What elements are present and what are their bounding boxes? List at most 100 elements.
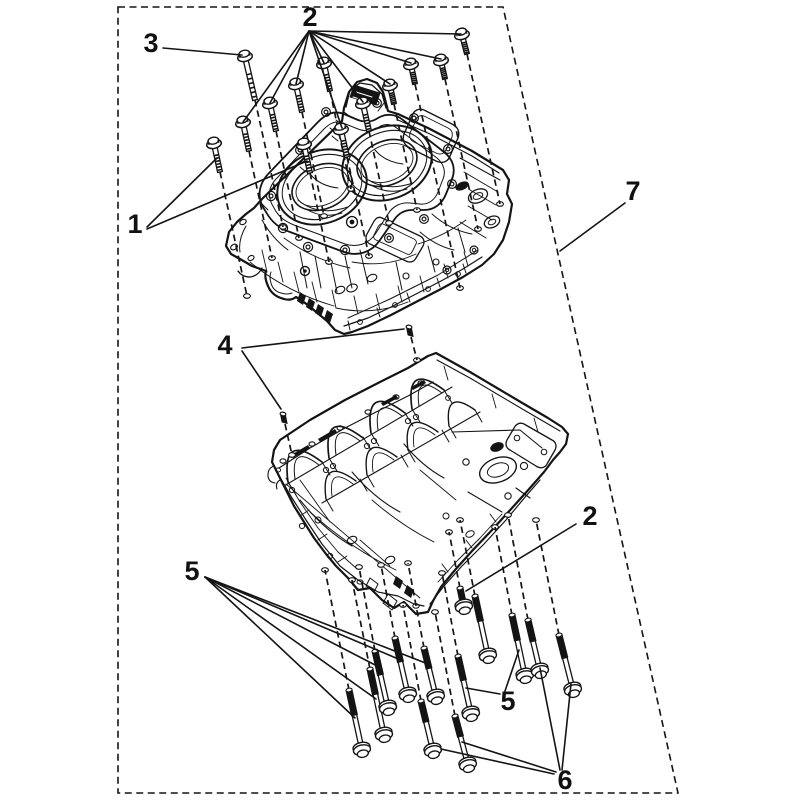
crankcase-bolt-detail [524, 618, 537, 643]
crankcase-upper-half-detail [347, 249, 479, 319]
crankcase-lower-half-detail [417, 384, 443, 407]
crankcase-lower-half-detail-detail [486, 462, 510, 478]
crankcase-lower-half-detail [465, 530, 475, 538]
bolt-axis-dashed-line [393, 103, 418, 211]
crankcase-bolt-detail [430, 696, 444, 706]
crankcase-upper-half-detail-detail [483, 215, 501, 229]
callout-leader-line [504, 649, 520, 692]
flange-bolt [236, 49, 259, 102]
flange-bolt-detail [247, 77, 253, 81]
crankcase-lower-half-detail [285, 477, 503, 583]
flange-bolt-detail [464, 51, 470, 54]
crankcase-upper-half-detail [432, 258, 440, 266]
crankcase-upper-half-detail [373, 223, 417, 255]
crankcase-upper-half-detail-detail [302, 241, 314, 253]
crankcase-lower-half-detail-detail [404, 417, 412, 425]
bolt-hole [355, 564, 363, 570]
callout-leader-line [559, 202, 626, 252]
flange-bolt-detail [236, 115, 249, 124]
crankcase-bolt [454, 653, 481, 723]
crankcase-upper-half-detail [483, 215, 501, 229]
crankcase-upper-half-detail [419, 213, 473, 251]
crankcase-upper-half-detail-detail [409, 112, 420, 123]
bolt-axis-dashed-line [535, 519, 560, 636]
flange-bolt-detail [243, 135, 249, 139]
crankcase-lower-half-detail [285, 469, 457, 599]
crankcase-lower-half-detail [519, 461, 529, 471]
crankcase-lower-half-detail [376, 407, 403, 431]
bolt-hole [431, 609, 439, 615]
flange-bolt-detail [246, 118, 249, 123]
callout-leader-line [204, 576, 404, 662]
crankcase-upper-half-detail [261, 135, 339, 211]
flange-bolt-detail [334, 122, 347, 131]
bolt-axis-dashed-line [466, 53, 501, 205]
bolt-axis-dashed-line [448, 531, 461, 589]
crankcase-upper-half-detail-detail [384, 233, 395, 244]
flange-bolt [332, 122, 351, 159]
flange-bolt-detail [306, 166, 312, 170]
crankcase-upper-half-detail [299, 227, 466, 293]
callout-2-top: 2 [302, 2, 317, 32]
bolt-axis-dashed-line [254, 99, 284, 228]
callout-leader-line [561, 683, 572, 771]
crankcase-lower-half-detail [447, 401, 476, 427]
flange-bolt-detail [440, 66, 446, 70]
crankcase-bolt-detail [555, 632, 563, 638]
flange-bolt [381, 78, 399, 106]
crankcase-lower-half-detail-detail [329, 462, 337, 470]
crankcase-lower-half-detail [443, 365, 539, 433]
dowel-pin-detail [279, 411, 287, 417]
callout-leader-line [269, 30, 310, 104]
flange-bolt-detail [410, 75, 416, 78]
crankcase-upper-half-detail [362, 149, 414, 192]
crankcase-bolt [391, 635, 418, 704]
flange-bolt-detail [411, 79, 417, 82]
crankcase-bolt-detail [382, 707, 396, 717]
bolt-axis-dashed-line [434, 611, 456, 717]
crankcase-bolt-detail [567, 689, 581, 699]
flange-bolt-detail [343, 150, 349, 154]
crankcase-bolt-detail [519, 675, 532, 685]
crankcase-upper-half-detail [247, 254, 255, 262]
crankcase-lower-half-detail-detail [393, 576, 403, 589]
crankcase-lower-half-detail-detail [392, 394, 400, 400]
crankcase-upper-half-detail [230, 243, 238, 251]
flange-bolt-detail [248, 52, 251, 57]
flange-bolt-detail [304, 157, 310, 161]
crankcase-bolt-detail [402, 694, 416, 704]
crankcase-bolt-detail [471, 593, 479, 599]
crankcase-lower-half [267, 351, 570, 616]
flange-bolt-detail [213, 153, 219, 157]
bolt-axis-dashed-line [410, 336, 418, 361]
crankcase-bolt-detail [458, 606, 471, 616]
crankcase-upper-half-detail-detail [339, 244, 351, 256]
dowel-pin [279, 411, 288, 425]
crankcase-bolt-detail [391, 635, 399, 641]
callout-leader-line [308, 30, 412, 64]
crankcase-bolt-detail [482, 655, 495, 665]
flange-bolt-detail [217, 168, 223, 172]
flange-bolt-detail [364, 122, 370, 125]
crankcase-lower-half-detail [326, 552, 334, 560]
dowel-pins [279, 324, 414, 425]
flange-bolt [295, 137, 314, 175]
crankcase-bolt-detail [456, 585, 464, 591]
crankcase-upper-half-detail [265, 97, 458, 256]
callout-7: 7 [625, 176, 640, 206]
flange-bolt-detail [307, 169, 313, 173]
crankcase-lower-half-detail [369, 400, 406, 434]
crankcase-lower-half-detail [346, 535, 358, 545]
flange-bolt-detail [391, 101, 397, 104]
crankcase-lower-half-detail [298, 522, 306, 530]
bolt-axis-dashed-line [358, 566, 376, 652]
flange-bolt-detail [462, 43, 468, 46]
callout-leader-line [308, 30, 442, 60]
crankcase-upper-half-detail-detail [305, 244, 311, 250]
flange-bolt-detail [366, 99, 369, 104]
bolt-hole [377, 562, 385, 568]
crankcase-upper-half-detail [239, 219, 289, 253]
bolt-hole [243, 293, 251, 299]
callout-leader-line [241, 350, 282, 410]
